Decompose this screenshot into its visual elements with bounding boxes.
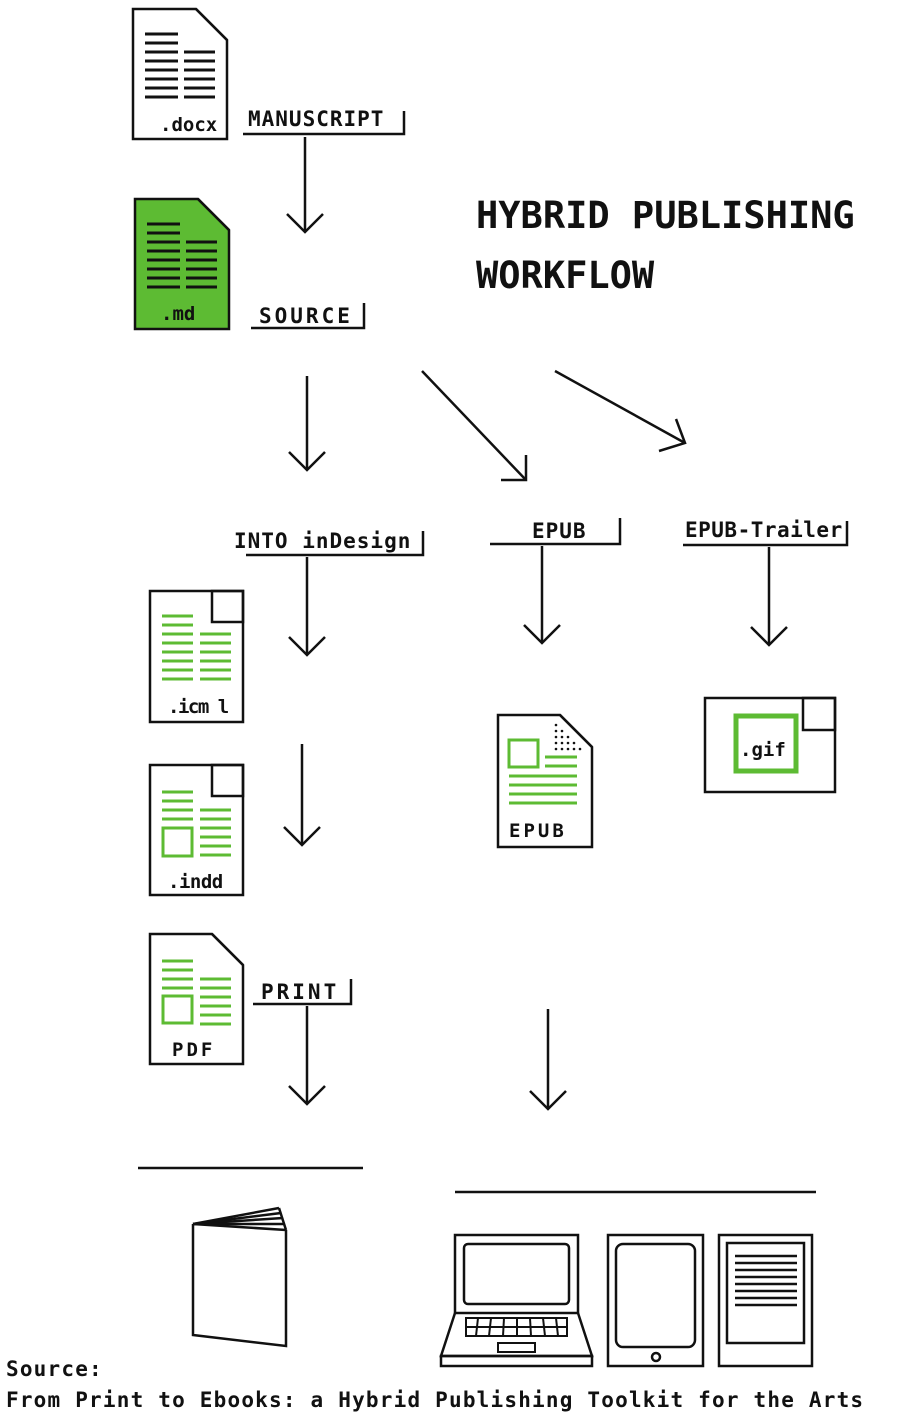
stage-print: PRINT (253, 979, 353, 1006)
printed-book-icon (191, 1206, 288, 1348)
stage-epub-trailer: EPUB-Trailer (683, 518, 849, 547)
stage-print-label: PRINT (261, 980, 339, 1004)
stage-manuscript: MANUSCRIPT (243, 107, 406, 136)
pdf-file-icon: PDF (148, 932, 245, 1066)
arrow-source-to-epub (421, 370, 528, 482)
diagram-title-line2: WORKFLOW (476, 254, 655, 297)
arrow-icml-to-indd (283, 744, 321, 847)
ereader-icon (717, 1233, 814, 1368)
tablet-icon (606, 1233, 705, 1368)
stage-into-indesign: INTO inDesign (234, 529, 425, 557)
icml-file-label: .icm l (168, 696, 229, 718)
icml-file-icon: .icm l (148, 589, 245, 724)
docx-file-icon: .docx (131, 7, 229, 141)
stage-epub: EPUB (490, 518, 622, 546)
source-citation: From Print to Ebooks: a Hybrid Publishin… (6, 1388, 864, 1412)
arrow-source-to-indesign (288, 376, 326, 472)
pdf-file-label: PDF (172, 1039, 215, 1061)
arrow-source-to-epub-trailer (554, 369, 687, 453)
indd-file-label: .indd (168, 871, 223, 893)
source-heading: Source: (6, 1357, 103, 1381)
stage-indesign-label: INTO inDesign (234, 529, 411, 553)
epub-file-label: EPUB (509, 820, 567, 842)
arrow-manuscript-to-source (286, 137, 324, 234)
docx-file-label: .docx (160, 114, 217, 136)
gif-file-label: .gif (740, 739, 786, 761)
stage-manuscript-label: MANUSCRIPT (248, 107, 384, 131)
md-file-label: .md (161, 303, 195, 325)
stage-source-label: SOURCE (259, 304, 353, 328)
arrow-epub-to-devices (529, 1009, 567, 1111)
stage-epub-label: EPUB (532, 519, 587, 543)
indd-file-icon: .indd (148, 763, 245, 897)
markdown-file-icon: .md (133, 197, 231, 331)
diagram-title-line1: HYBRID PUBLISHING (476, 194, 855, 237)
stage-epub-trailer-label: EPUB-Trailer (685, 518, 843, 542)
arrow-trailer-to-gif (750, 547, 788, 647)
arrow-epub-to-epubfile (523, 546, 561, 645)
gif-file-icon: .gif (703, 696, 837, 794)
stage-source: SOURCE (251, 303, 366, 330)
arrow-indesign-to-icml (288, 557, 326, 657)
laptop-icon (439, 1233, 594, 1368)
arrow-print-to-book (288, 1006, 326, 1106)
epub-file-icon: EPUB (496, 713, 594, 849)
